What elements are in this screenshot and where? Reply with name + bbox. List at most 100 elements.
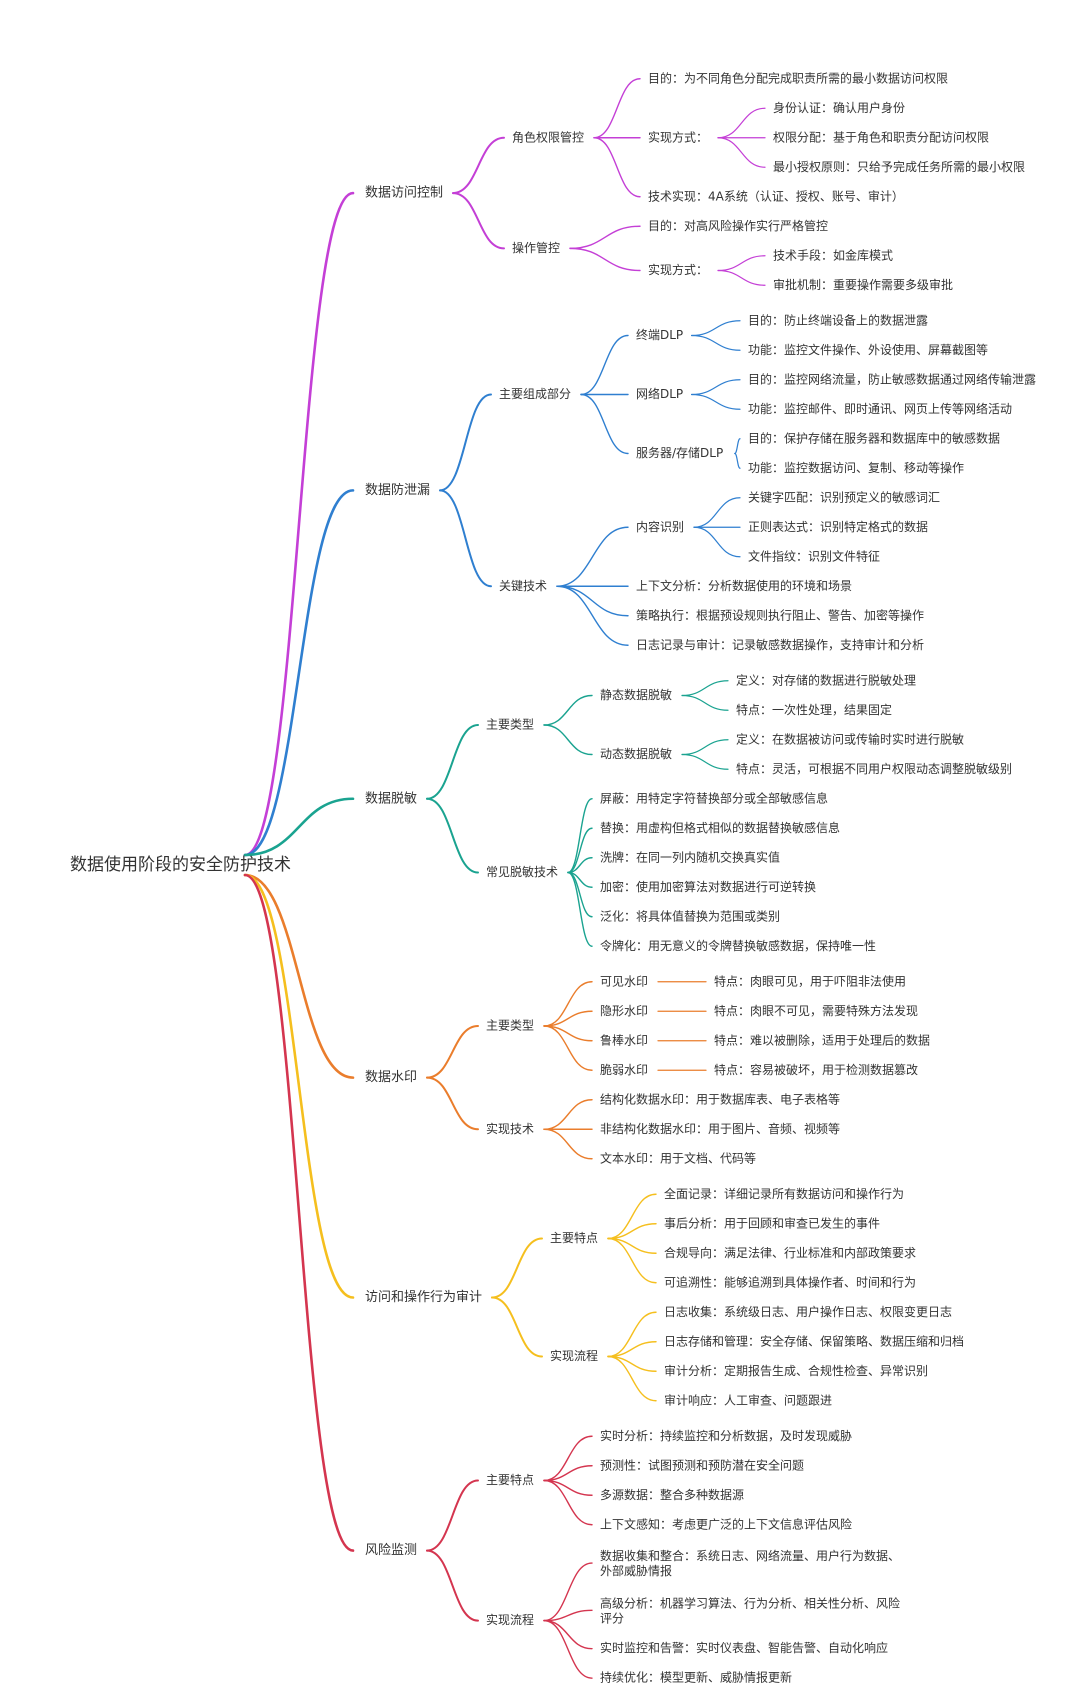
node-2-children-0-children-1-children-0: 定义：在数据被访问或传输时实时进行脱敏 [736,731,964,746]
node-5-children-0-children-2: 多源数据：整合多种数据源 [600,1487,744,1502]
node-1-children-1: 关键技术 [499,579,547,593]
node-5-children-0-children-3: 上下文感知：考虑更广泛的上下文信息评估风险 [600,1516,852,1531]
node-4-children-0: 主要特点 [550,1230,598,1245]
node-1-children-0-children-0-children-1: 功能：监控文件操作、外设使用、屏幕截图等 [748,342,988,357]
branch-1: 数据防泄漏 [365,482,430,498]
node-4-children-1-children-3: 审计响应：人工审查、问题跟进 [664,1392,832,1407]
node-4-children-1-children-2: 审计分析：定期报告生成、合规性检查、异常识别 [664,1363,928,1378]
edge-2-children-0-children-0 [543,694,593,726]
edge-4-children-0-children-3 [607,1237,657,1284]
edge-1-children-1 [439,489,492,588]
edge-2-children-0-children-1-children-1 [681,753,729,770]
node-3-children-0-children-2-children-0: 特点：难以被删除，适用于处理后的数据 [714,1032,930,1047]
branch-5: 风险监测 [365,1543,417,1558]
edge-2-children-0-children-0-children-0 [681,680,729,697]
node-1-children-1-children-0: 内容识别 [636,519,684,534]
edge-2-children-0-children-1-children-0 [681,739,729,756]
node-2-children-0-children-0: 静态数据脱敏 [600,687,672,702]
edge-5-children-1-children-2 [543,1619,593,1650]
node-1-children-1-children-0-children-0: 关键字匹配：识别预定义的敏感词汇 [748,489,940,504]
node-3-children-0-children-1-children-0: 特点：肉眼不可见，需要特殊方法发现 [714,1003,918,1018]
node-3-children-1: 实现技术 [486,1121,534,1136]
node-3-children-0-children-3: 脆弱水印 [600,1062,648,1077]
edge-root-3 [243,873,355,1079]
branch-0: 数据访问控制 [365,186,443,201]
branch-2: 数据脱敏 [365,791,417,806]
mind-map-edges [243,78,766,1679]
edge-4-children-1 [491,1296,543,1358]
edge-0-children-0-children-1-children-2 [717,137,766,168]
edge-2-children-1 [426,797,479,874]
node-4-children-1: 实现流程 [550,1348,598,1363]
node-1-children-0-children-2-children-1: 功能：监控数据访问、复制、移动等操作 [748,460,964,475]
node-4-children-1-children-0: 日志收集：系统级日志、用户操作日志、权限变更日志 [664,1304,952,1319]
edge-2-children-0-children-1 [543,724,593,756]
node-1-children-0: 主要组成部分 [499,386,571,401]
node-2-children-1: 常见脱敏技术 [486,864,558,879]
node-1-children-0-children-2: 服务器/存储DLP [636,445,723,460]
edge-5-children-1 [426,1549,479,1622]
edge-0-children-1-children-1-children-1 [717,269,766,286]
edge-0-children-1-children-0 [569,225,641,250]
node-2-children-0-children-0-children-0: 定义：对存储的数据进行脱敏处理 [736,672,916,687]
edge-4-children-0 [491,1237,543,1299]
node-1-children-0-children-1-children-0: 目的：监控网络流量，防止敏感数据通过网络传输泄露 [748,371,1036,386]
edge-1-children-0 [439,393,492,492]
node-0-children-1-children-1: 实现方式： [648,262,708,277]
edge-3-children-0 [426,1025,479,1079]
node-2-children-1-children-1: 替换：用虚构但格式相似的数据替换敏感信息 [600,820,840,835]
edge-1-children-0-children-2-children-1 [734,452,741,469]
edge-root-1 [243,489,355,857]
edge-1-children-1-children-3 [556,585,629,646]
node-0-children-0-children-1-children-1: 权限分配：基于角色和职责分配访问权限 [773,130,989,144]
edge-5-children-0 [426,1479,479,1552]
node-1-children-1-children-1: 上下文分析：分析数据使用的环境和场景 [636,578,852,593]
node-5-children-0: 主要特点 [486,1472,534,1487]
edge-5-children-1-children-0 [543,1562,593,1622]
root-node: 数据使用阶段的安全防护技术 [70,854,291,875]
edge-root-2 [243,797,355,857]
node-2-children-0-children-1: 动态数据脱敏 [600,746,672,761]
edge-3-children-0-children-3 [543,1025,593,1071]
node-1-children-0-children-0-children-0: 目的：防止终端设备上的数据泄露 [748,312,928,327]
edge-1-children-1-children-0-children-0 [693,497,741,528]
node-3-children-0: 主要类型 [486,1019,534,1033]
edge-root-0 [243,191,355,857]
node-5-children-1-children-3: 持续优化：模型更新、威胁情报更新 [600,1670,792,1685]
edge-1-children-0-children-2 [580,393,629,455]
node-0-children-0: 角色权限管控 [512,129,584,144]
edge-2-children-0-children-0-children-1 [681,694,729,711]
edge-1-children-0-children-0-children-0 [691,320,741,337]
edge-2-children-0 [426,724,479,800]
edge-0-children-0 [452,136,505,195]
branch-4: 访问和操作行为审计 [365,1289,482,1305]
node-1-children-1-children-2: 策略执行：根据预设规则执行阻止、警告、加密等操作 [636,607,924,622]
node-3-children-0-children-2: 鲁棒水印 [600,1033,648,1047]
node-1-children-1-children-0-children-1: 正则表达式：识别特定格式的数据 [748,519,928,534]
node-0-children-0-children-1-children-0: 身份认证：确认用户身份 [773,100,905,115]
edge-4-children-0-children-0 [607,1193,657,1240]
node-2-children-1-children-5: 令牌化：用无意义的令牌替换敏感数据，保持唯一性 [600,938,876,953]
node-4-children-1-children-1: 日志存储和管理：安全存储、保留策略、数据压缩和归档 [664,1333,964,1348]
node-3-children-1-children-1: 非结构化数据水印：用于图片、音频、视频等 [600,1121,840,1136]
node-4-children-0-children-0: 全面记录：详细记录所有数据访问和操作行为 [664,1186,904,1201]
edge-4-children-1-children-0 [607,1311,657,1358]
node-1-children-0-children-0: 终端DLP [636,327,683,342]
node-3-children-0-children-0-children-0: 特点：肉眼可见，用于吓阻非法使用 [714,973,906,988]
node-2-children-0-children-1-children-1: 特点：灵活，可根据不同用户权限动态调整脱敏级别 [736,761,1012,776]
edge-5-children-0-children-0 [543,1435,593,1482]
edge-5-children-0-children-3 [543,1479,593,1526]
node-3-children-0-children-1: 隐形水印 [600,1004,648,1018]
edge-0-children-0-children-0 [593,78,641,139]
node-0-children-0-children-1-children-2: 最小授权原则：只给予完成任务所需的最小权限 [773,159,1025,174]
node-5-children-1-children-0: 数据收集和整合：系统日志、网络流量、用户行为数据、外部威胁情报 [600,1548,900,1578]
node-2-children-1-children-2: 洗牌：在同一列内随机交换真实值 [600,849,780,864]
edge-1-children-0-children-0 [580,334,629,396]
edge-1-children-0-children-1-children-1 [691,393,741,410]
edge-3-children-1-children-2 [543,1128,593,1160]
node-0-children-0-children-0: 目的：为不同角色分配完成职责所需的最小数据访问权限 [648,70,948,85]
node-5-children-1-children-2: 实时监控和告警：实时仪表盘、智能告警、自动化响应 [600,1640,888,1655]
edge-0-children-0-children-1-children-0 [717,107,766,139]
edge-1-children-0-children-1-children-0 [691,379,741,396]
